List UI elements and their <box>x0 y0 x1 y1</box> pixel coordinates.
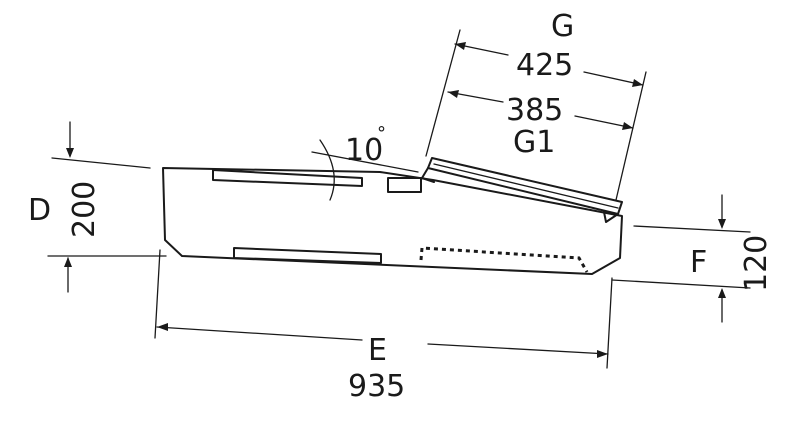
g-ext-right <box>615 71 647 201</box>
g-ext-left <box>425 29 461 157</box>
g1-label: G1 <box>513 125 555 160</box>
lower-rail <box>233 247 382 264</box>
angle-line <box>311 151 419 173</box>
f-value: 120 <box>739 235 774 292</box>
e-label: E <box>368 333 387 368</box>
d-arrowhead-bottom <box>64 257 72 267</box>
f-ext-bottom <box>611 279 751 289</box>
small-block <box>387 177 422 193</box>
g1-arrowhead-right <box>622 122 633 130</box>
f-label: F <box>690 245 707 280</box>
glass-edge-bracket <box>421 167 619 223</box>
g-arrowhead-right <box>632 79 643 87</box>
e-dim-line-left <box>156 326 363 341</box>
upper-rail <box>212 169 363 187</box>
d-ext-top <box>51 157 151 169</box>
e-arrowhead-left <box>157 323 168 331</box>
g-arrowhead-left <box>455 42 466 50</box>
dotted-filter <box>419 246 589 273</box>
angle-value: 10 <box>345 133 383 168</box>
g-label: G <box>551 9 574 44</box>
e-arrowhead-right <box>597 350 608 358</box>
f-ext-top <box>633 225 751 233</box>
body-outline <box>162 167 623 275</box>
e-dim-line-right <box>427 343 609 355</box>
f-arrowhead-top <box>718 219 726 229</box>
angle-arc <box>319 139 335 201</box>
glass-panel-inner-line <box>433 163 619 209</box>
d-label: D <box>28 193 51 228</box>
e-value: 935 <box>348 369 405 404</box>
d-arrowhead-top <box>66 148 74 158</box>
e-ext-right <box>606 277 613 369</box>
g1-value: 385 <box>506 93 563 128</box>
e-ext-left <box>154 249 161 339</box>
angle-unit: ° <box>377 123 386 144</box>
d-value: 200 <box>67 181 102 238</box>
g1-arrowhead-left <box>448 90 459 98</box>
f-arrowhead-bottom <box>718 288 726 298</box>
g-value: 425 <box>516 48 573 83</box>
